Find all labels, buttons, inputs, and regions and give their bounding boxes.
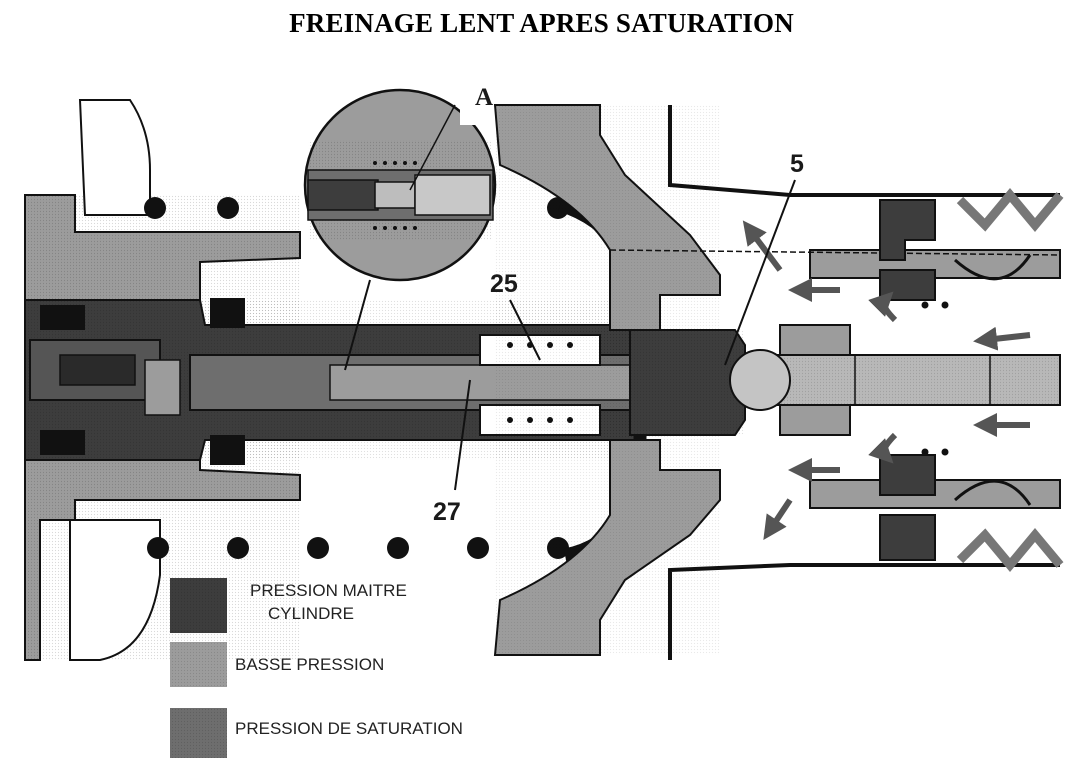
outer-shell — [668, 105, 1060, 660]
return-spring — [956, 187, 1064, 573]
input-rod — [729, 349, 1061, 411]
legend-item-pression-de-saturation: PRESSION DE SATURATION — [170, 708, 463, 758]
valve-body-5 — [629, 329, 746, 436]
legend-item-basse-pression: BASSE PRESSION — [170, 642, 384, 687]
page-title: FREINAGE LENT APRES SATURATION — [289, 8, 794, 38]
callout-5: 5 — [790, 150, 804, 178]
detail-a-magnifier — [303, 80, 510, 371]
callout-leaders — [454, 179, 796, 491]
callout-25: 25 — [490, 270, 518, 298]
air-flow-arrows — [742, 220, 1031, 540]
lower-seal — [879, 448, 1032, 561]
legend-label: PRESSION DE SATURATION — [235, 719, 463, 738]
legend-label: CYLINDRE — [268, 604, 354, 623]
legend-item-pression-maitre-cylindre: PRESSION MAITRE CYLINDRE — [170, 578, 407, 633]
legend-label: BASSE PRESSION — [235, 655, 384, 674]
callout-a: A — [475, 84, 493, 111]
legend-label: PRESSION MAITRE — [250, 581, 407, 600]
callout-27: 27 — [433, 498, 461, 526]
legend: PRESSION MAITRE CYLINDRE BASSE PRESSION … — [170, 578, 463, 758]
upper-seal — [879, 199, 1032, 309]
